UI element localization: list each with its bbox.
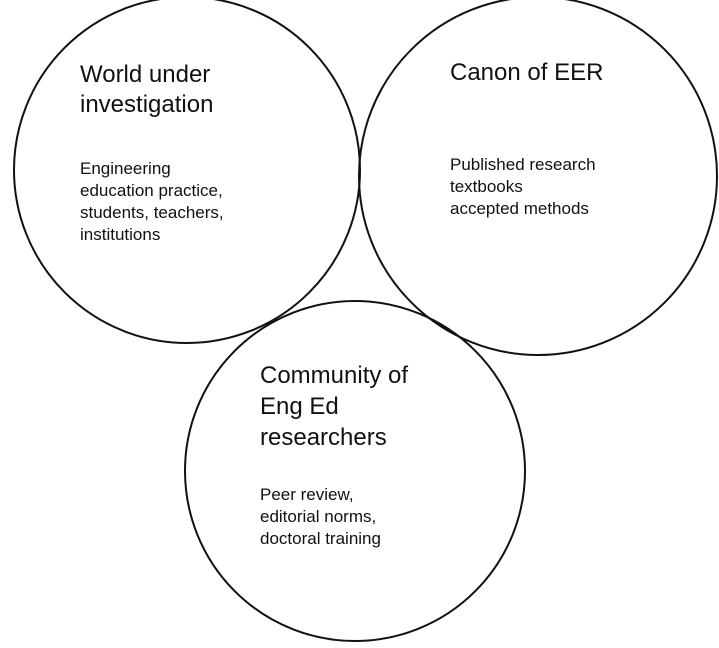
canon-of-eer-description: Published research textbooks accepted me… <box>450 154 596 220</box>
canon-body-line-1: Published research <box>450 155 596 174</box>
community-title-line-2: Eng Ed <box>260 393 339 420</box>
world-title-line-1: World under <box>80 61 211 88</box>
community-body-line-1: Peer review, <box>260 485 354 504</box>
world-body-line-4: institutions <box>80 225 161 244</box>
canon-of-eer-title: Canon of EER <box>450 58 603 88</box>
community-body-line-3: doctoral training <box>260 529 381 548</box>
canon-body-line-3: accepted methods <box>450 199 589 218</box>
community-of-researchers-title: Community of Eng Ed researchers <box>260 360 408 453</box>
world-under-investigation-description: Engineering education practice, students… <box>80 158 224 246</box>
community-of-researchers-description: Peer review, editorial norms, doctoral t… <box>260 484 381 550</box>
circle-canon-of-eer <box>358 0 718 356</box>
canon-body-line-2: textbooks <box>450 177 523 196</box>
community-title-line-1: Community of <box>260 362 409 389</box>
world-body-line-2: education practice, <box>80 181 223 200</box>
community-title-line-3: researchers <box>260 424 387 451</box>
world-body-line-1: Engineering <box>80 159 171 178</box>
canon-title-line-1: Canon of EER <box>450 59 604 86</box>
world-body-line-3: students, teachers, <box>80 203 224 222</box>
world-title-line-2: investigation <box>80 91 214 118</box>
community-body-line-2: editorial norms, <box>260 507 377 526</box>
world-under-investigation-title: World under investigation <box>80 60 213 120</box>
circle-community-of-researchers <box>184 300 526 642</box>
